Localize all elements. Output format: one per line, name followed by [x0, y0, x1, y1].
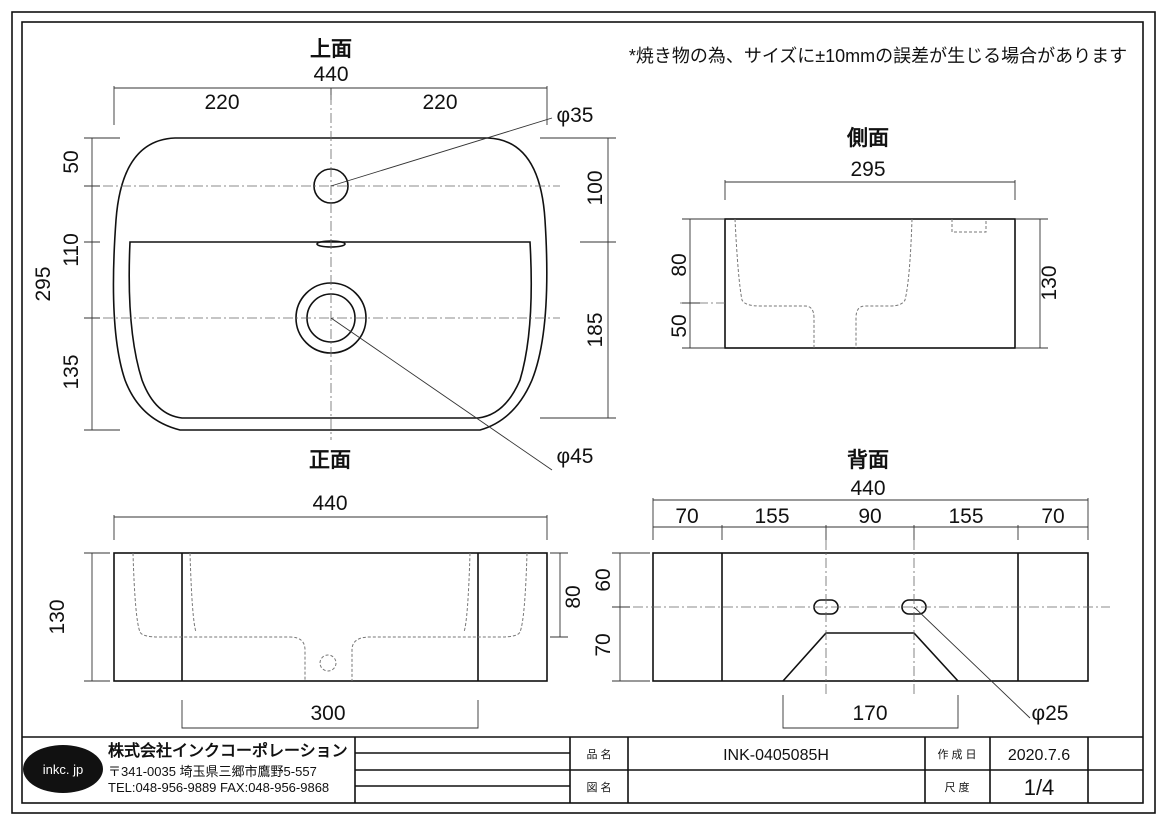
bowl-outline: [128, 241, 533, 419]
company-contact: TEL:048-956-9889 FAX:048-956-9868: [108, 780, 329, 795]
side-view: 側面 295 80 50 130: [668, 127, 1061, 349]
back-seg-4: 155: [948, 505, 983, 528]
front-width: 440: [312, 492, 347, 515]
back-width: 440: [850, 477, 885, 500]
back-seg-1: 70: [675, 505, 698, 528]
front-view: 正面 440 130 80 300: [46, 449, 585, 729]
dim-110: 110: [60, 233, 83, 266]
company-name: 株式会社インクコーポレーション: [108, 741, 348, 760]
created-date-label: 作 成 日: [937, 748, 976, 761]
drawing-name-label: 図 名: [586, 780, 611, 794]
back-view-title: 背面: [847, 448, 889, 472]
product-name: INK-0405085H: [723, 747, 829, 764]
back-dim-70: 70: [592, 633, 615, 656]
side-dim-80: 80: [668, 253, 691, 276]
top-half-right: 220: [422, 91, 457, 114]
back-seg-2: 155: [754, 505, 789, 528]
front-dim-130: 130: [46, 599, 69, 634]
front-body: [113, 552, 548, 682]
dim-100: 100: [584, 170, 607, 205]
side-body: [724, 218, 1016, 349]
dim-295: 295: [32, 266, 55, 301]
label-phi35: φ35: [557, 104, 594, 127]
back-dim-170: 170: [852, 702, 887, 725]
top-left-dimension: [84, 137, 120, 431]
dim-50: 50: [60, 150, 83, 173]
top-overall-width: 440: [313, 63, 348, 86]
back-seg-5: 70: [1041, 505, 1064, 528]
basin-outline: [112, 137, 548, 431]
dim-135: 135: [60, 354, 83, 389]
top-right-dimension: [540, 137, 616, 419]
top-width-dimension: [113, 86, 548, 125]
company-address: 〒341-0035 埼玉県三郷市鷹野5-557: [108, 764, 317, 779]
top-view: 上面 440 220 220 50 110 135 295 100 185 φ3…: [32, 38, 616, 471]
product-name-label: 品 名: [586, 747, 611, 761]
label-phi45: φ45: [557, 445, 594, 468]
side-dim-130: 130: [1038, 265, 1061, 300]
logo-text: inkc. jp: [43, 762, 83, 777]
front-dim-80: 80: [562, 585, 585, 608]
top-half-left: 220: [204, 91, 239, 114]
front-dim-300: 300: [310, 702, 345, 725]
back-dim-60: 60: [592, 568, 615, 591]
front-view-title: 正面: [309, 449, 351, 472]
back-seg-3: 90: [858, 505, 881, 528]
scale-value: 1/4: [1024, 775, 1055, 800]
back-body: [652, 552, 1089, 682]
scale-label: 尺 度: [944, 780, 969, 794]
side-dim-50: 50: [668, 314, 691, 337]
top-view-title: 上面: [310, 38, 352, 61]
company-logo: [23, 745, 103, 793]
created-date: 2020.7.6: [1008, 747, 1070, 764]
dim-185: 185: [584, 312, 607, 347]
side-view-title: 側面: [846, 127, 889, 150]
back-view: 背面 440 70 155 90 155 70 60 70 170 φ25: [592, 448, 1110, 729]
side-width: 295: [850, 158, 885, 181]
tolerance-note: *焼き物の為、サイズに±10mmの誤差が生じる場合があります: [629, 46, 1127, 66]
title-block: inkc. jp 株式会社インクコーポレーション 〒341-0035 埼玉県三郷…: [22, 736, 1143, 803]
inner-border: [21, 21, 1144, 804]
outer-border: [11, 11, 1156, 814]
label-phi25: φ25: [1032, 702, 1069, 725]
